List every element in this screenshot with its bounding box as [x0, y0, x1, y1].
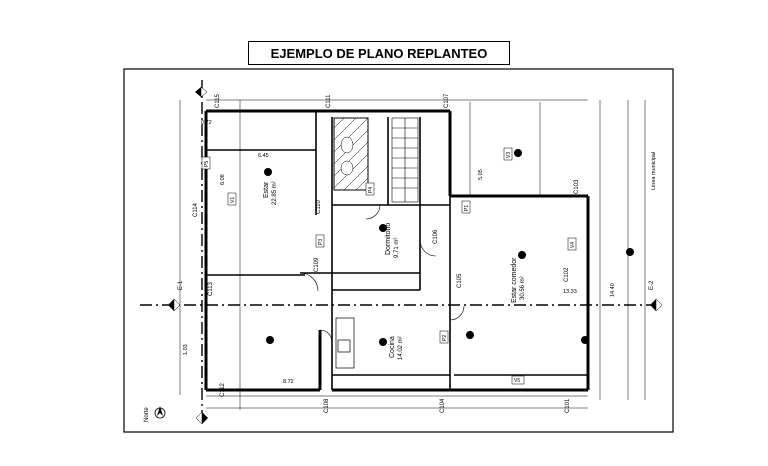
column-label: C113: [208, 281, 214, 296]
door-tag: P5: [204, 161, 210, 167]
room-dormitorio-name: Dormitorio: [385, 223, 392, 255]
room-comedor-name: Estar comedor: [511, 257, 518, 303]
opening-tags: P5 P4 P1 P3 P2 V1 V3 V4 V5: [201, 147, 577, 385]
dimension-lines: [179, 99, 646, 410]
dimension-values: 14.40 1.03 8.72 13.33 0.72 6.08 5.05 6.4…: [183, 120, 616, 385]
column-label: C107: [444, 93, 450, 108]
door-swings: [299, 204, 465, 343]
axis-label-e2: E-2: [649, 280, 655, 290]
column-label: C105: [457, 273, 463, 288]
dimension-value: 5.05: [478, 169, 484, 180]
kitchen-counter: [335, 317, 355, 369]
door-tag: P3: [318, 239, 324, 245]
column-label: C111: [326, 94, 332, 108]
level-markers: [264, 149, 634, 346]
dimension-value: 6.08: [220, 174, 226, 185]
bathroom-hatch: [333, 117, 369, 191]
door-tag: P1: [464, 205, 470, 211]
dimension-value: 13.33: [563, 289, 577, 295]
dimension-value: 6.45: [258, 153, 269, 159]
stairs: [391, 117, 419, 203]
column-label: C106: [433, 229, 439, 244]
north-arrow: Norte: [144, 406, 166, 422]
interior-walls: [206, 111, 588, 390]
dimension-value: 14.40: [610, 283, 616, 297]
axis-label-e1: E-1: [178, 280, 184, 290]
room-cocina-name: Cocina: [389, 336, 396, 358]
room-estar-name: Estar: [263, 181, 270, 198]
column-label: C108: [324, 398, 330, 413]
room-dormitorio-area: 9.71 m²: [394, 238, 400, 258]
column-label: C110: [316, 199, 322, 214]
window-tag: V3: [506, 152, 512, 158]
section-markers: [168, 86, 663, 425]
column-label: C102: [564, 267, 570, 282]
room-labels: Estar 22.85 m² Dormitorio 9.71 m² Cocina…: [263, 181, 526, 360]
room-cocina-area: 14.02 m²: [398, 336, 404, 360]
column-label: C112: [220, 382, 226, 397]
sheet-frame: [123, 68, 674, 433]
dimension-value: 8.72: [283, 379, 294, 385]
window-tag: V5: [514, 378, 520, 384]
column-label: C101: [565, 398, 571, 413]
window-tag: V1: [230, 197, 236, 203]
column-label: C104: [440, 398, 446, 413]
column-label: C109: [314, 257, 320, 272]
door-tag: P2: [442, 335, 448, 341]
dimension-value: 0.72: [201, 120, 212, 126]
room-comedor-area: 30.56 m²: [520, 276, 526, 300]
north-label: Norte: [144, 407, 150, 422]
column-label: C115: [215, 93, 221, 108]
axis-lines: [140, 80, 660, 425]
municipal-line-label: Linea municipal: [651, 152, 657, 190]
drawing-title: EJEMPLO DE PLANO REPLANTEO: [248, 41, 510, 65]
dimension-value: 1.03: [183, 344, 189, 355]
window-tag: V4: [570, 242, 576, 248]
column-label: C114: [193, 202, 199, 217]
column-label: C103: [574, 179, 580, 194]
room-estar-area: 22.85 m²: [272, 181, 278, 205]
door-tag: P4: [368, 187, 374, 193]
column-labels: C115 C111 C107 C110 C109 C106 C105 C103 …: [193, 93, 580, 413]
